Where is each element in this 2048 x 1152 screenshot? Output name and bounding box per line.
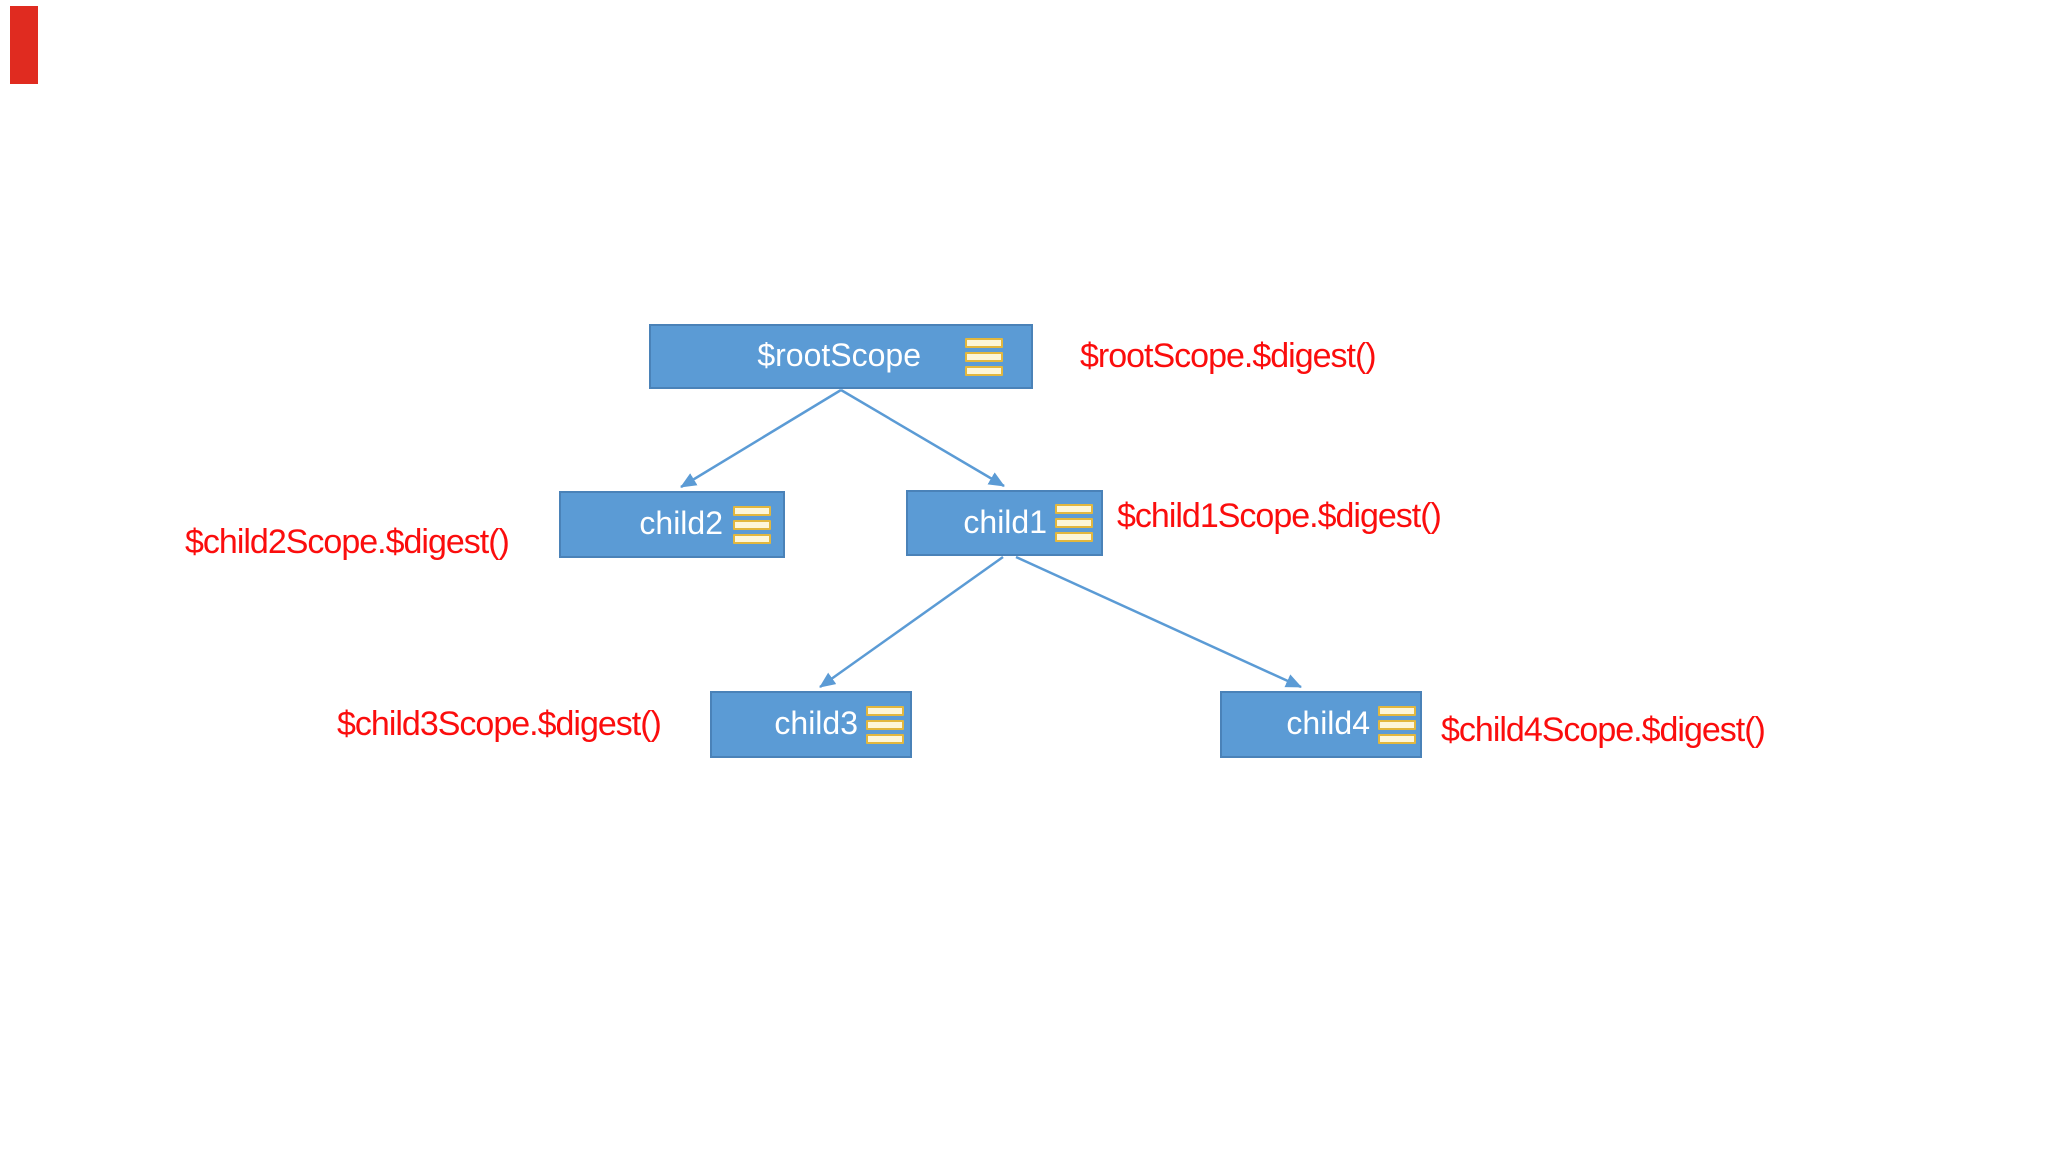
edge-child1-child4: [1015, 555, 1302, 689]
scope-node-label: $rootScope: [757, 337, 921, 373]
annotation-child1-digest: $child1Scope.$digest(): [1117, 497, 1442, 535]
menu-icon: [733, 505, 771, 545]
edge-rootscope-child2: [680, 388, 842, 489]
scope-node-rootscope: $rootScope: [649, 324, 1033, 389]
scope-node-child2: child2: [559, 491, 785, 558]
scope-node-label: child4: [1286, 705, 1370, 741]
annotation-rootscope-digest: $rootScope.$digest(): [1080, 337, 1377, 375]
scope-node-child4: child4: [1220, 691, 1422, 758]
edge-child1-child3: [819, 555, 1004, 689]
scope-node-label: child1: [963, 503, 1047, 540]
annotation-child4-digest: $child4Scope.$digest(): [1441, 711, 1766, 749]
scope-node-label: child2: [639, 505, 723, 541]
annotation-child3-digest: $child3Scope.$digest(): [337, 705, 662, 743]
menu-icon: [1378, 705, 1416, 745]
scope-node-child1: child1: [906, 490, 1103, 556]
menu-icon: [1055, 503, 1093, 543]
edge-rootscope-child1: [840, 388, 1005, 488]
menu-icon: [965, 337, 1003, 377]
red-corner-mark: [10, 6, 38, 84]
scope-node-child3: child3: [710, 691, 912, 758]
menu-icon: [866, 705, 904, 745]
scope-node-label: child3: [774, 705, 858, 741]
annotation-child2-digest: $child2Scope.$digest(): [185, 523, 510, 561]
